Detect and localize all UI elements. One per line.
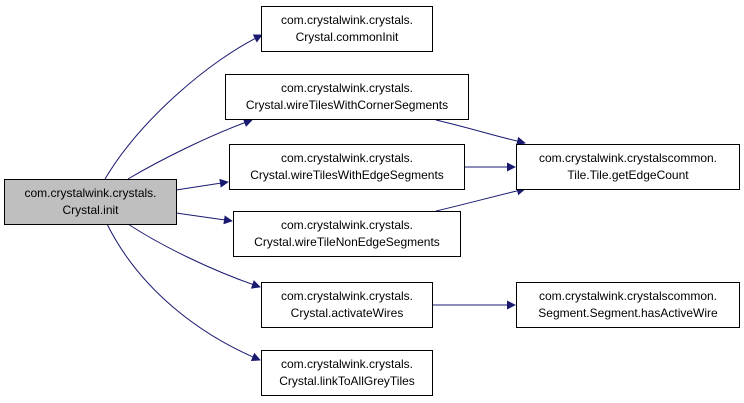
node-crystal-wireTileNonEdgeSegments[interactable]: com.crystalwink.crystals. Crystal.wireTi… [233,211,461,257]
edge-init-to-link [106,223,261,362]
node-nonEdge-line1: com.crystalwink.crystals. [280,218,414,232]
node-crystal-init-line2: Crystal.init [62,203,119,217]
edge-init-to-commonInit [104,34,263,180]
edge-nonEdge-to-edgeCount [435,186,526,212]
edge-init-to-nonEdge [175,212,233,225]
node-activate-line1: com.crystalwink.crystals. [280,289,414,303]
edge-init-to-corner [127,118,253,180]
edge-init-to-activate [127,223,261,289]
node-hasActive-line1: com.crystalwink.crystalscommon. [538,289,718,303]
node-crystal-commonInit-line1: com.crystalwink.crystals. [280,13,414,27]
node-corner-line1: com.crystalwink.crystals. [280,81,414,95]
node-edge-line2: Crystal.wireTilesWithEdgeSegments [250,168,444,182]
node-crystal-linkToAllGreyTiles[interactable]: com.crystalwink.crystals. Crystal.linkTo… [261,350,433,396]
node-crystal-wireTilesWithCornerSegments[interactable]: com.crystalwink.crystals. Crystal.wireTi… [225,74,469,120]
node-edgeCount-line1: com.crystalwink.crystalscommon. [538,151,718,165]
node-activate-line2: Crystal.activateWires [290,306,404,320]
node-crystal-wireTilesWithEdgeSegments[interactable]: com.crystalwink.crystals. Crystal.wireTi… [229,144,465,190]
node-corner-line2: Crystal.wireTilesWithCornerSegments [245,98,449,112]
node-tile-getEdgeCount[interactable]: com.crystalwink.crystalscommon. Tile.Til… [516,144,740,190]
node-link-line1: com.crystalwink.crystals. [280,357,414,371]
node-link-line2: Crystal.linkToAllGreyTiles [279,374,415,388]
node-edge-line1: com.crystalwink.crystals. [280,151,414,165]
node-crystal-commonInit-line2: Crystal.commonInit [295,30,399,44]
node-crystal-init-line1: com.crystalwink.crystals. [24,186,157,200]
node-crystal-activateWires[interactable]: com.crystalwink.crystals. Crystal.activa… [261,282,433,328]
node-crystal-commonInit[interactable]: com.crystalwink.crystals. Crystal.common… [261,6,433,52]
node-segment-hasActiveWire[interactable]: com.crystalwink.crystalscommon. Segment.… [516,282,740,328]
edge-init-to-edge [175,178,229,191]
node-edgeCount-line2: Tile.Tile.getEdgeCount [567,168,689,182]
node-crystal-init: com.crystalwink.crystals. Crystal.init [4,179,177,225]
edge-corner-to-edgeCount [435,119,526,146]
node-nonEdge-line2: Crystal.wireTileNonEdgeSegments [254,235,440,249]
node-hasActive-line2: Segment.Segment.hasActiveWire [538,306,718,320]
